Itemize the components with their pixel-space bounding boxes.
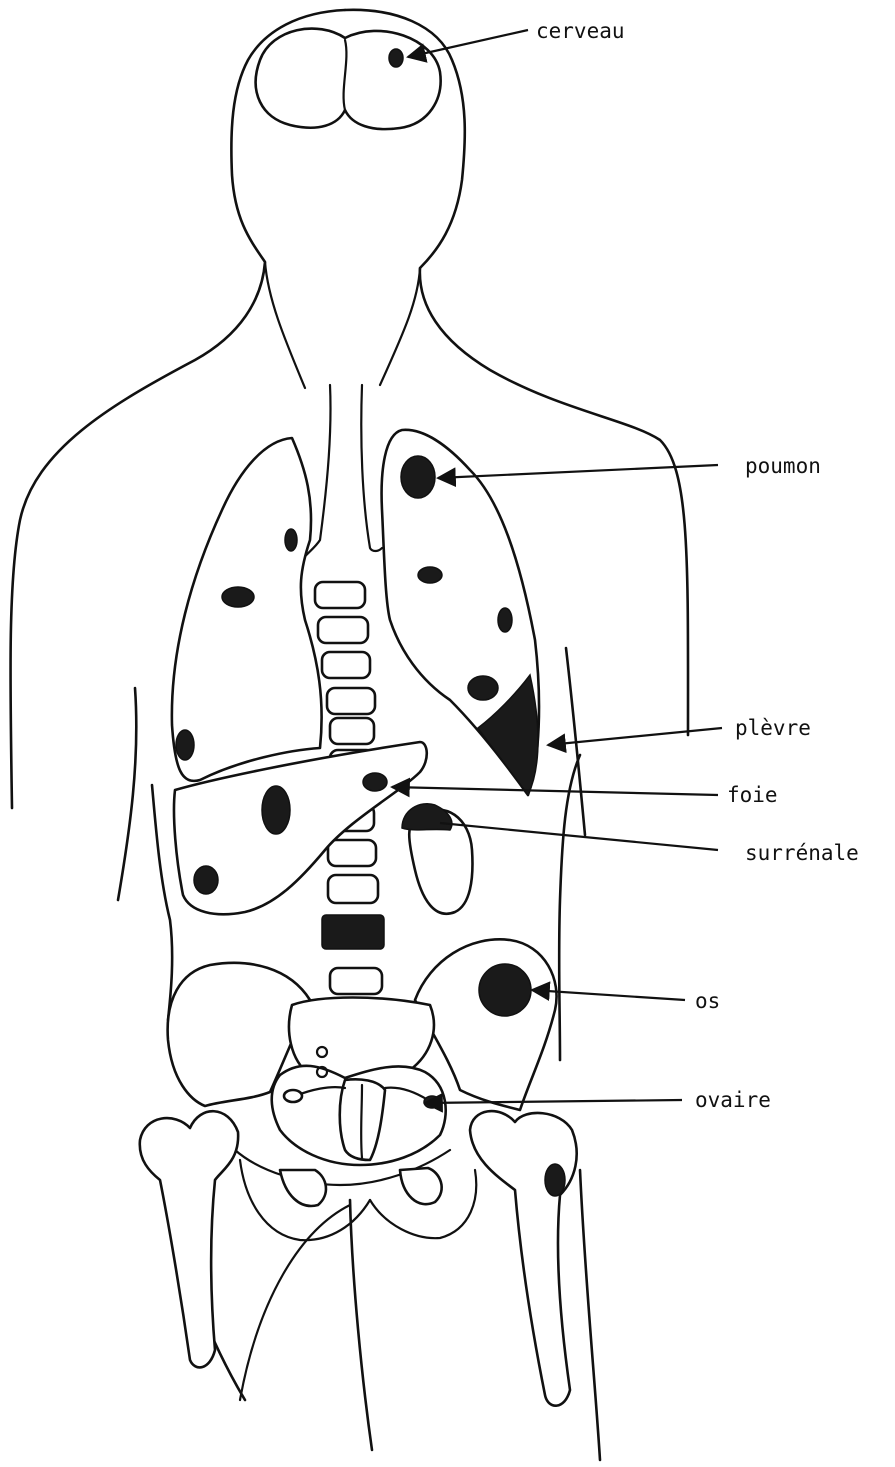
label-foie: foie <box>727 783 778 807</box>
vertebra <box>327 688 375 714</box>
label-poumon: poumon <box>745 454 821 478</box>
neck-right-outline <box>380 268 420 385</box>
label-cerveau: cerveau <box>536 19 625 43</box>
vertebra <box>322 652 370 678</box>
label-os: os <box>695 989 720 1013</box>
brain-outline <box>256 29 441 130</box>
femur-metastasis <box>545 1164 565 1196</box>
brain <box>256 29 441 130</box>
left-ovary <box>284 1090 302 1102</box>
trachea <box>302 385 382 560</box>
lung-metastasis <box>401 456 435 498</box>
neck-left-outline <box>265 262 305 388</box>
foie-arrow <box>392 787 718 795</box>
lung-metastasis <box>222 587 254 607</box>
ovaire-arrow <box>425 1100 682 1103</box>
label-surrenale: surrénale <box>745 841 859 865</box>
lung-metastasis <box>176 730 194 760</box>
surrenale-arrow <box>440 823 718 850</box>
labels: cerveau poumon plèvre foie surrénale os … <box>536 19 859 1112</box>
lung-metastasis <box>468 676 498 700</box>
liver-metastasis <box>262 786 290 834</box>
right-torso-outline <box>559 755 580 1060</box>
lung-metastasis <box>498 608 512 632</box>
vertebra <box>315 582 365 608</box>
brain-metastasis <box>389 49 403 67</box>
trachea-right-wall <box>361 385 382 551</box>
uterus-centerline <box>361 1085 362 1158</box>
vertebra <box>318 617 368 643</box>
bone-metastasis <box>479 964 531 1016</box>
label-plevre: plèvre <box>735 716 811 740</box>
vertebra-metastasis <box>322 915 384 949</box>
liver-metastasis <box>194 866 218 894</box>
cerveau-arrow <box>408 30 528 57</box>
adrenal-metastasis <box>402 804 452 830</box>
vertebra <box>330 718 374 744</box>
vertebra <box>328 840 376 866</box>
right-obturator <box>400 1168 442 1204</box>
right-leg-outline <box>580 1170 600 1460</box>
left-obturator <box>280 1170 326 1206</box>
liver-metastasis <box>363 773 387 791</box>
vertebra <box>330 968 382 994</box>
lung-metastasis <box>285 529 297 551</box>
left-femur <box>140 1111 238 1367</box>
right-femur <box>470 1111 577 1406</box>
left-waist-outline <box>152 785 172 1020</box>
left-lung <box>172 438 322 781</box>
label-ovaire: ovaire <box>695 1088 771 1112</box>
left-inner-leg-outline <box>350 1200 372 1450</box>
lung-metastasis <box>418 567 442 583</box>
left-torso-outline <box>118 688 136 900</box>
vertebra <box>328 875 378 903</box>
